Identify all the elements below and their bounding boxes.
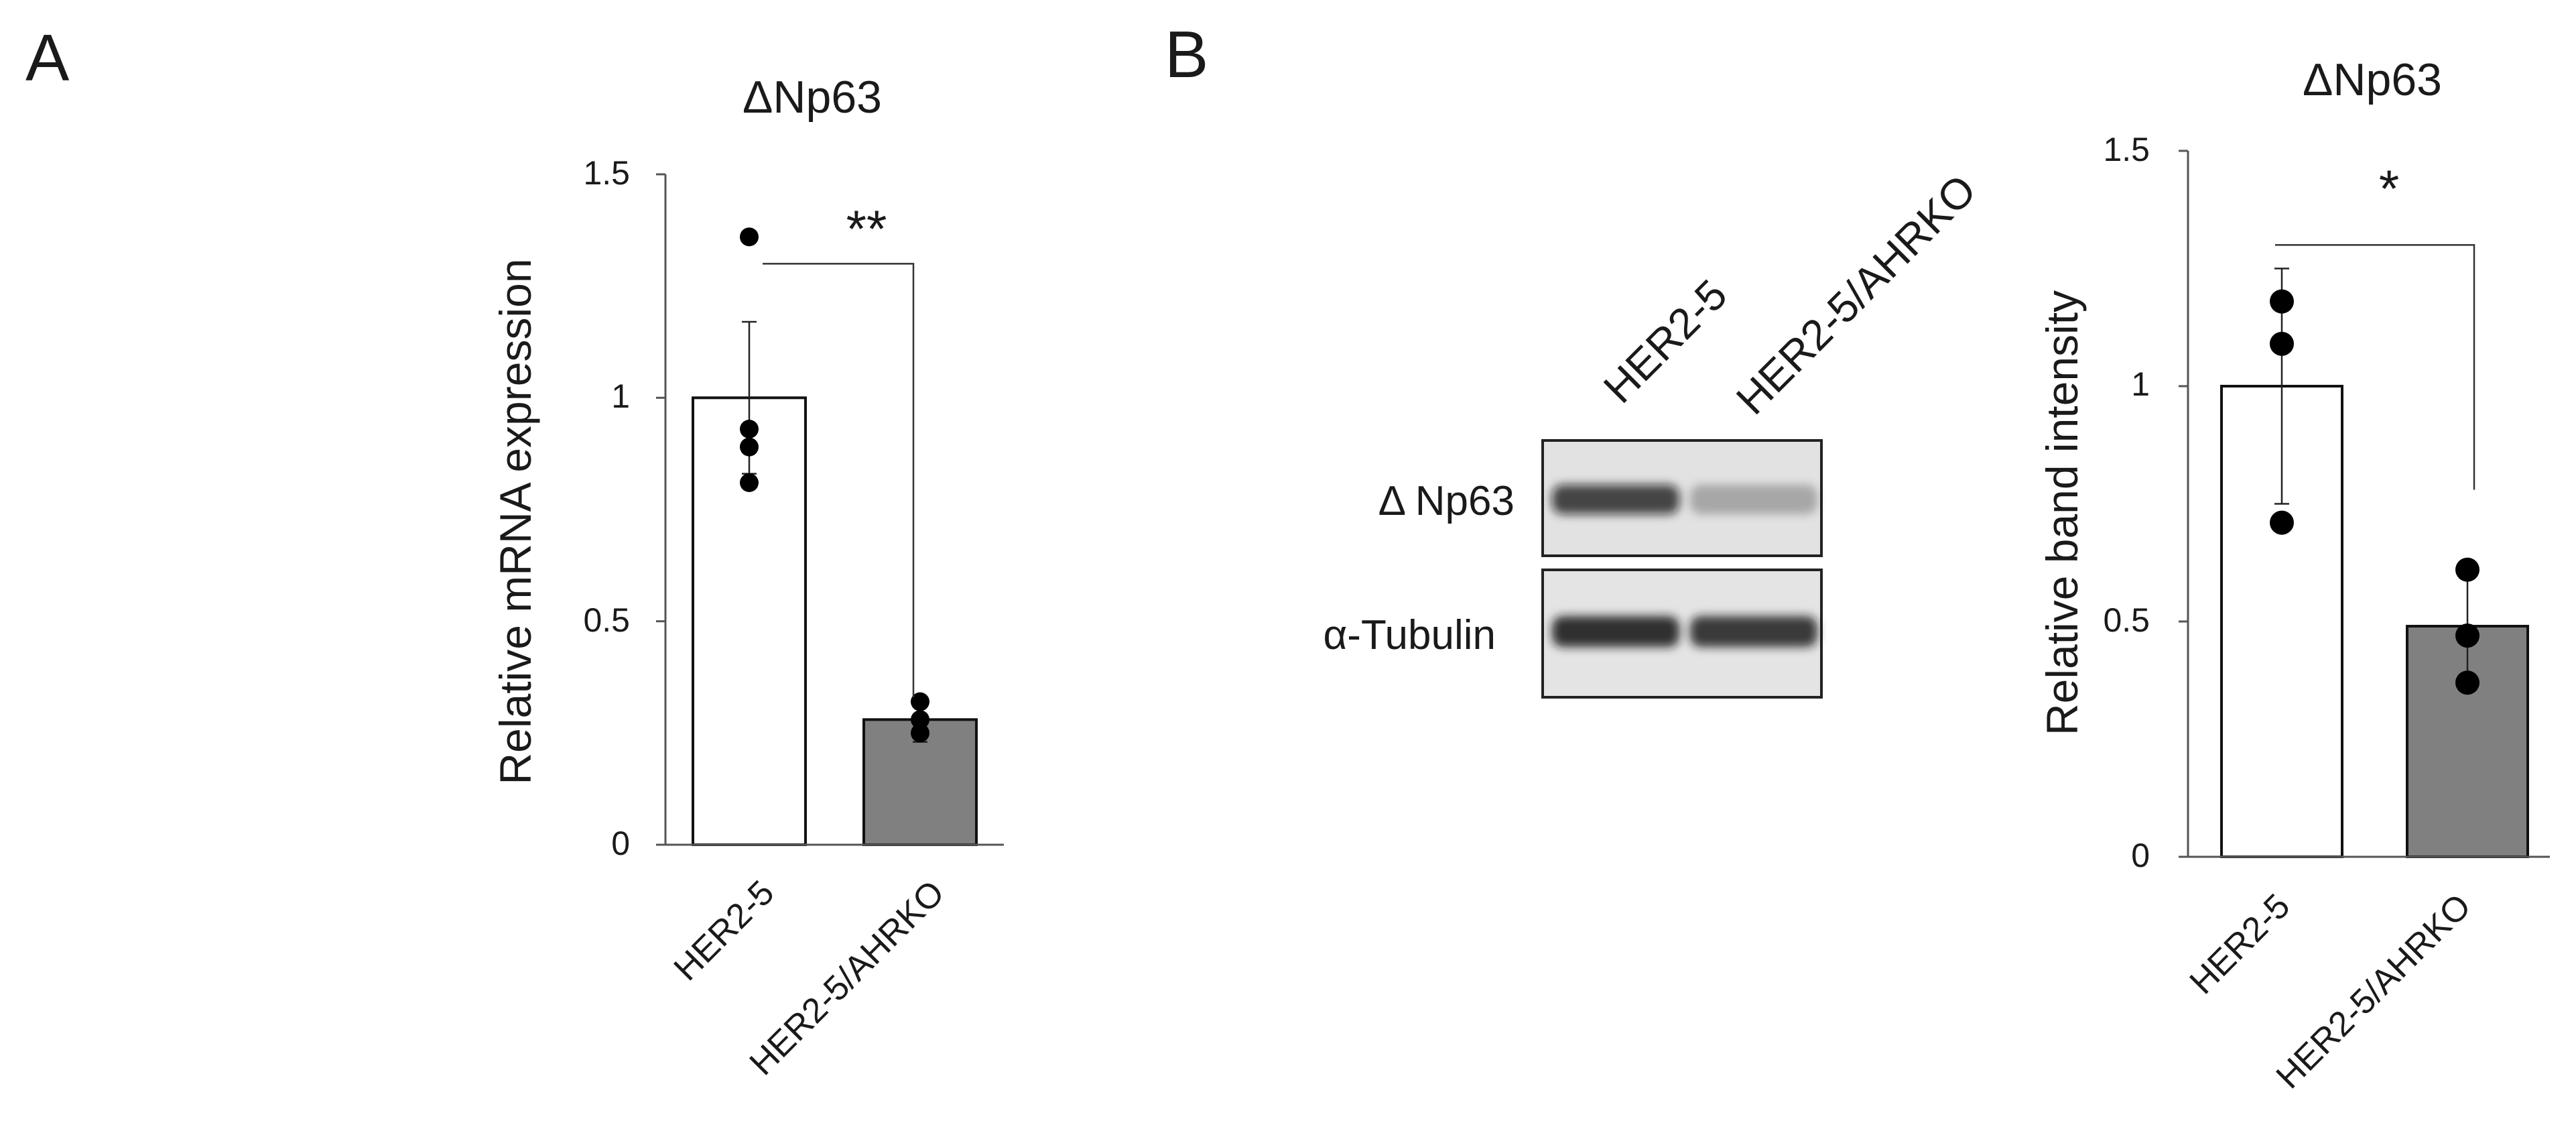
western-blot: HER2-5 HER2-5/AHRKO Δ Np63 α-Tubulin bbox=[1323, 166, 1985, 699]
chart-marks bbox=[2179, 150, 2550, 859]
data-point bbox=[911, 692, 929, 711]
significance-marker: * bbox=[2379, 159, 2399, 218]
y-tick-label: 1.5 bbox=[2103, 131, 2150, 168]
panel-b-chart: ΔNp63 Relative band intensity 0 0.5 1 1.… bbox=[2037, 54, 2550, 1096]
y-tick-label: 0.5 bbox=[2103, 601, 2150, 639]
significance-bracket bbox=[2275, 244, 2475, 490]
y-tick-label: 1 bbox=[611, 377, 630, 415]
category-label: HER2-5/AHRKO bbox=[2269, 886, 2479, 1096]
data-point bbox=[2455, 557, 2480, 582]
y-tick-label: 0 bbox=[611, 825, 630, 862]
blot-band bbox=[1690, 485, 1817, 514]
y-tick-label: 0 bbox=[2131, 837, 2150, 874]
category-label: HER2-5 bbox=[667, 873, 782, 988]
chart-title: ΔNp63 bbox=[743, 72, 882, 123]
data-point bbox=[911, 710, 929, 729]
data-point bbox=[2270, 331, 2294, 356]
data-point bbox=[2455, 623, 2480, 648]
blot-lane-label: HER2-5/AHRKO bbox=[1727, 166, 1985, 424]
y-axis-label: Relative band intensity bbox=[2037, 290, 2087, 735]
significance-marker: ** bbox=[846, 199, 887, 258]
blot-bands bbox=[1552, 485, 1817, 647]
data-point bbox=[740, 227, 759, 247]
blot-band bbox=[1552, 485, 1679, 514]
panel-b-letter: B bbox=[1165, 17, 1208, 91]
y-axis-label: Relative mRNA expression bbox=[491, 259, 540, 785]
blot-band bbox=[1690, 616, 1817, 647]
category-label: HER2-5 bbox=[2183, 886, 2298, 1002]
blot-band bbox=[1552, 616, 1679, 647]
panel-a-letter: A bbox=[25, 21, 70, 95]
blot-row-label: Δ Np63 bbox=[1378, 478, 1515, 524]
data-point bbox=[911, 723, 929, 743]
data-point bbox=[740, 473, 759, 492]
data-point bbox=[2455, 670, 2480, 695]
y-tick-label: 1.5 bbox=[583, 154, 630, 192]
data-point bbox=[2270, 510, 2294, 535]
significance-bracket bbox=[763, 263, 915, 697]
data-point bbox=[740, 420, 759, 438]
chart-marks bbox=[656, 173, 1004, 847]
y-tick-label: 1 bbox=[2131, 365, 2150, 403]
panel-a-chart: ΔNp63 Relative mRNA expression 0 0.5 1 1… bbox=[491, 72, 1004, 1083]
y-tick-label: 0.5 bbox=[583, 601, 630, 639]
chart-title: ΔNp63 bbox=[2303, 54, 2442, 105]
blot-lane-label: HER2-5 bbox=[1594, 270, 1736, 412]
blot-row-label: α-Tubulin bbox=[1323, 612, 1496, 658]
data-point bbox=[2270, 289, 2294, 314]
data-point bbox=[740, 437, 759, 457]
